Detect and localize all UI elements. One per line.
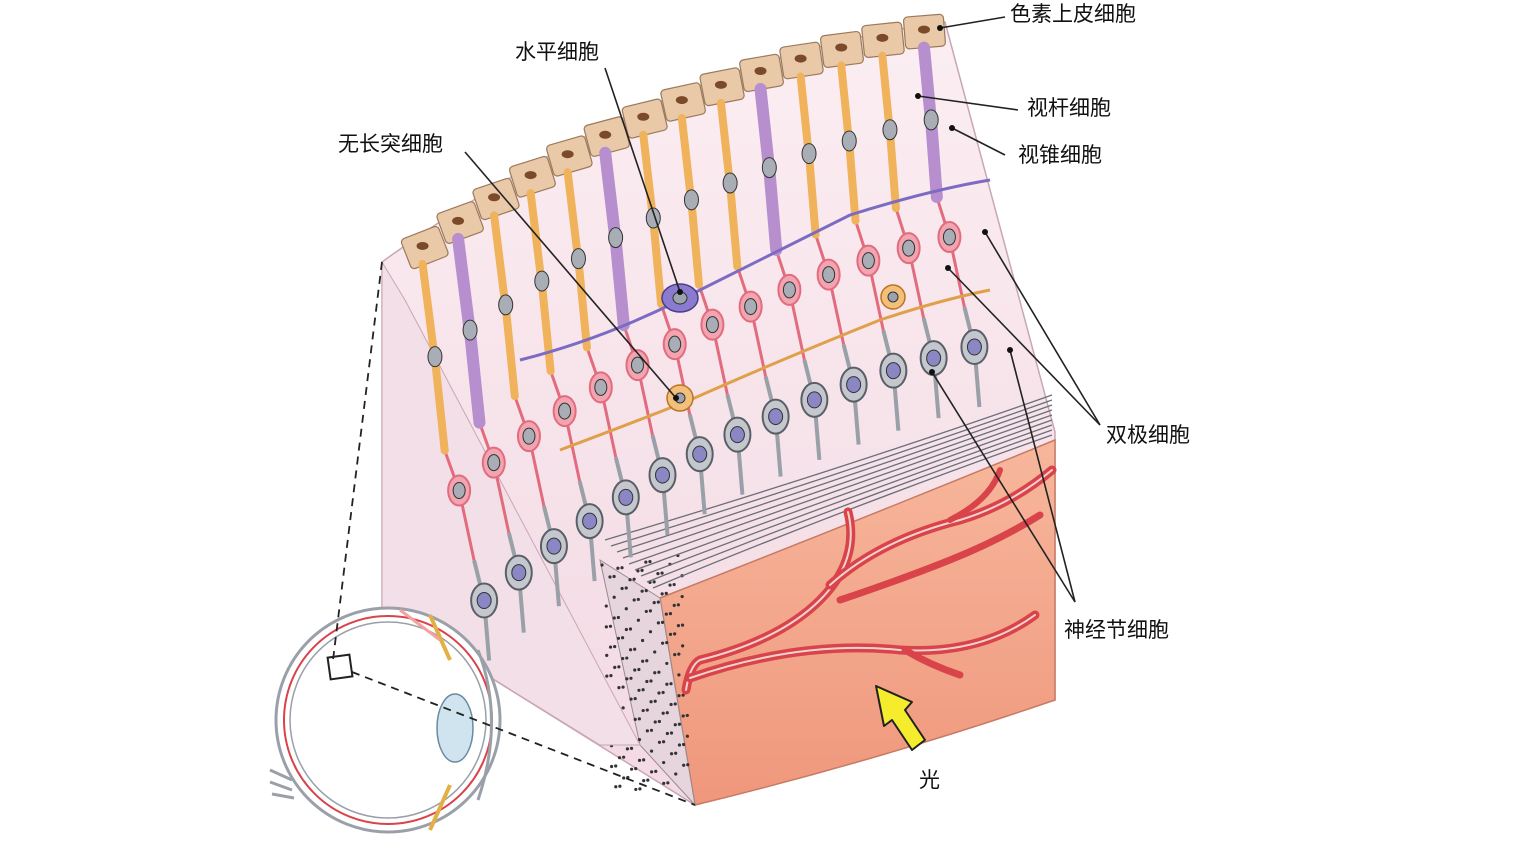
ganglion-cell — [761, 376, 790, 477]
pigment-epithelium-cell — [820, 30, 864, 68]
ganglion-cell — [685, 413, 714, 515]
horizontal-cell-process — [519, 178, 991, 362]
label-rod-cell: 视杆细胞 — [1027, 96, 1111, 120]
bipolar-cell — [894, 207, 926, 319]
bipolar-cell — [513, 395, 546, 507]
amacrine-cell-process — [559, 288, 991, 452]
bipolar-cell — [622, 324, 654, 436]
rod-cell — [837, 61, 860, 225]
ganglion-cell — [800, 359, 829, 461]
rod-cell — [677, 114, 703, 289]
pigment-epithelium-cell — [508, 155, 556, 198]
blood-vessels — [681, 465, 1057, 695]
rod-cell — [418, 259, 449, 455]
ganglion-cell — [470, 560, 499, 661]
rod-cell — [716, 98, 742, 271]
bipolar-cell — [854, 220, 885, 331]
label-light: 光 — [919, 768, 940, 792]
ganglion-cell — [648, 434, 677, 536]
label-horizontal-cell: 水平细胞 — [515, 40, 599, 64]
rod-cell — [796, 72, 820, 239]
pigment-epithelium-cell — [660, 82, 706, 122]
zoom-lines — [332, 261, 696, 806]
bipolar-cell — [935, 196, 966, 308]
bipolar-cells — [443, 196, 966, 561]
label-pigment-epithelium: 色素上皮细胞 — [1010, 2, 1136, 26]
bipolar-cell — [735, 266, 768, 377]
rod-cell — [878, 51, 900, 213]
bipolar-cell — [814, 234, 846, 345]
bipolar-cell — [774, 249, 806, 361]
eye-inset-marker — [326, 653, 354, 681]
rod-cell — [526, 189, 555, 376]
ganglion-cell — [723, 394, 752, 495]
label-amacrine-cell: 无长突细胞 — [338, 132, 443, 156]
ganglion-cell — [960, 306, 989, 408]
ganglion-cell — [919, 317, 948, 419]
pigment-epithelium-cell — [699, 67, 745, 107]
pigment-epithelium-cell — [546, 135, 593, 177]
nerve-fiber-lines — [604, 394, 1053, 589]
rod-cell — [490, 211, 519, 401]
pigment-epithelium-cell — [472, 177, 520, 221]
label-bipolar-cell: 双极细胞 — [1106, 423, 1190, 447]
pigment-epithelium-cell — [436, 201, 484, 244]
bipolar-cell — [549, 370, 582, 482]
bipolar-cell — [697, 284, 729, 395]
leader-lines — [464, 16, 1101, 603]
cone-cell — [452, 232, 486, 429]
ganglion-cells — [470, 306, 989, 661]
pigment-epithelium-cell — [621, 98, 668, 139]
rod-cell — [563, 168, 591, 352]
ganglion-cell — [611, 456, 640, 558]
label-cone-cell: 视锥细胞 — [1018, 143, 1102, 167]
eye-lens — [436, 693, 474, 763]
leader-dots — [673, 25, 1013, 401]
cone-cell — [599, 146, 630, 332]
label-ganglion-cell: 神经节细胞 — [1064, 618, 1169, 642]
ganglion-cell — [575, 480, 604, 582]
bipolar-cell — [443, 450, 476, 561]
eye-inset — [269, 606, 502, 834]
ganglion-cell — [839, 344, 868, 445]
bipolar-cell — [478, 422, 511, 533]
ganglion-cell — [539, 505, 568, 607]
pigment-epithelium-layer — [400, 13, 946, 270]
bipolar-cell — [585, 346, 618, 458]
pigment-epithelium-cell — [400, 225, 449, 270]
cone-cell — [917, 41, 943, 204]
photoreceptor-cells — [418, 41, 943, 455]
ganglion-cell — [504, 532, 533, 633]
cone-cell — [754, 83, 783, 256]
light-arrow — [875, 685, 926, 751]
ganglion-cell — [879, 330, 908, 431]
